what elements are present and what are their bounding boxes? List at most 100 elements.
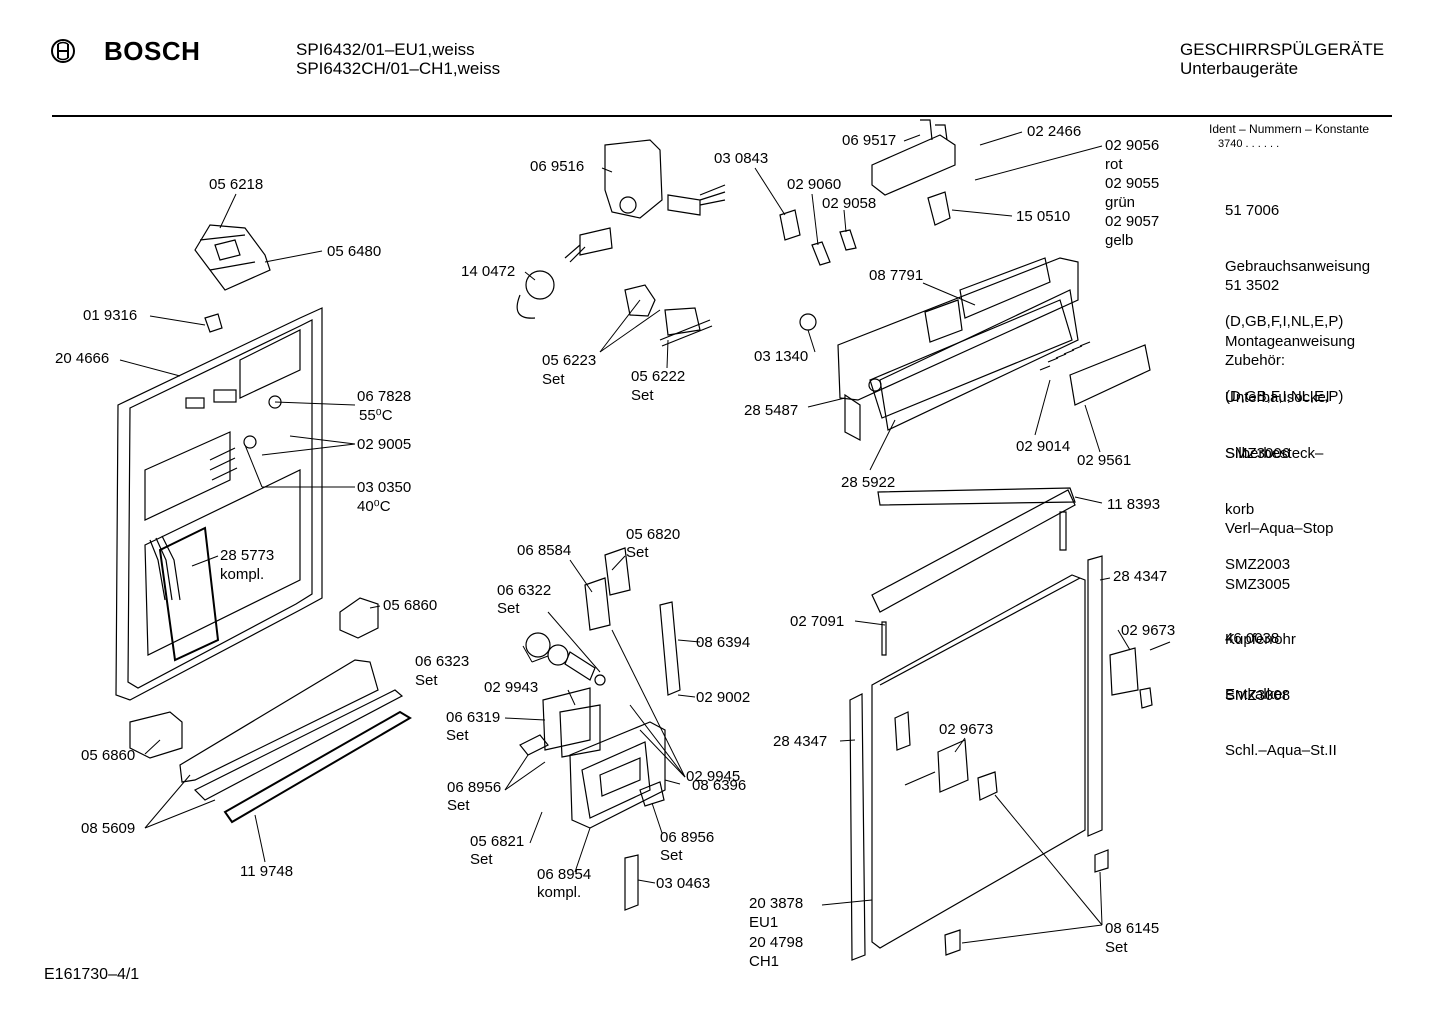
- switch-block-069517: [871, 119, 956, 196]
- part-label: 11 8393: [1107, 496, 1161, 513]
- entry-text: Schl.–Aqua–St.II: [1225, 742, 1337, 759]
- clip-019316: [204, 313, 223, 333]
- part-label: 02 9945: [686, 768, 741, 785]
- header-divider: [52, 115, 1392, 117]
- part-label: 06 6319: [446, 709, 501, 726]
- part-label: 20 3878: [749, 895, 804, 912]
- part-label: 11 9748: [240, 863, 294, 880]
- foam-block-lower: [129, 711, 183, 759]
- part-label-note: Set: [447, 797, 470, 814]
- part-label: 02 9057: [1105, 213, 1160, 230]
- entry-text: Gebrauchsanweisung: [1225, 257, 1371, 275]
- part-label: 28 5773: [220, 547, 275, 564]
- part-label: 02 9561: [1077, 452, 1132, 469]
- entry-text: (D,GB,F,I,NL,E,P): [1225, 388, 1344, 405]
- pin-029058: [839, 229, 857, 251]
- part-label: 02 9056: [1105, 137, 1160, 154]
- part-150510: [927, 191, 951, 226]
- entry-text: korb: [1225, 500, 1255, 518]
- sidebar-entry: 51 7006 Gebrauchsanweisung (D,GB,F,I,NL,…: [1225, 165, 1370, 369]
- selector-buttons-029561: [1039, 341, 1151, 406]
- part-label-note: kompl.: [220, 566, 265, 583]
- part-label: 06 8954: [537, 866, 592, 883]
- front-panel: [849, 487, 1171, 961]
- document-code: E161730–4/1: [44, 966, 140, 983]
- part-label: 02 9058: [822, 195, 877, 212]
- part-label: 05 6860: [383, 597, 438, 614]
- programmer-069516: [516, 139, 726, 319]
- part-label-temp: 40⁰C: [357, 498, 391, 515]
- entry-text: Entkalker: [1225, 685, 1288, 703]
- part-label-variant: EU1: [749, 914, 779, 931]
- part-label: 14 0472: [461, 263, 516, 280]
- seal-strip-119748: [223, 710, 412, 824]
- part-label: 06 8956: [660, 829, 715, 846]
- category-line-1: GESCHIRRSPÜLGERÄTE: [1180, 40, 1385, 59]
- entry-text: Zubehör:: [1225, 352, 1286, 369]
- part-label: 28 4347: [773, 733, 828, 750]
- part-label: 06 8584: [517, 542, 572, 559]
- part-label: 06 6323: [415, 653, 470, 670]
- part-label: 02 9002: [696, 689, 751, 706]
- entry-text: Montageanweisung: [1225, 332, 1356, 350]
- part-label-color: grün: [1105, 194, 1136, 211]
- model-line-1: SPI6432/01–EU1,weiss: [296, 40, 475, 59]
- part-label: 02 7091: [790, 613, 845, 630]
- part-label: 15 0510: [1016, 208, 1071, 225]
- part-label: 06 9517: [842, 132, 897, 149]
- sidebar-entry: Verl–Aqua–Stop SMZ3005 Kupferrohr SMZ300…: [1225, 483, 1337, 798]
- part-label: 05 6218: [209, 176, 264, 193]
- sidebar-entry: 51 3502 Montageanweisung (D,GB,F,I,NL,E,…: [1225, 240, 1355, 444]
- part-label-variant: CH1: [749, 953, 780, 970]
- part-label-note: Set: [497, 600, 520, 617]
- part-label: 01 9316: [83, 307, 138, 324]
- ident-title: Ident – Nummern – Konstante: [1209, 122, 1370, 136]
- part-label-note: Set: [660, 847, 683, 864]
- entry-number: 51 3502: [1225, 277, 1280, 294]
- entry-text: Unterbausockel: [1225, 389, 1330, 406]
- part-label: 08 6394: [696, 634, 751, 651]
- knob-031340: [799, 313, 817, 331]
- part-label-note: Set: [542, 371, 565, 388]
- sidebar-entry: 46 0038 Entkalker: [1225, 593, 1288, 741]
- part-label: 28 5922: [841, 474, 896, 491]
- part-label: 02 9943: [484, 679, 539, 696]
- part-label-note: Set: [446, 727, 469, 744]
- part-label-note: Set: [470, 851, 493, 868]
- entry-text: SMZ2003: [1225, 556, 1291, 573]
- category-line-2: Unterbaugeräte: [1180, 59, 1299, 78]
- trim-strip-lower: [193, 689, 404, 801]
- microswitch-030843: [779, 209, 801, 241]
- valve-parts-056223: [624, 284, 713, 347]
- ident-code: 3740 . . . . . .: [1218, 138, 1280, 150]
- entry-text: Kupferrohr: [1225, 631, 1296, 648]
- part-label: 06 8956: [447, 779, 502, 796]
- part-label: 03 0843: [714, 150, 769, 167]
- part-label: 20 4798: [749, 934, 804, 951]
- part-label: 06 9516: [530, 158, 585, 175]
- brand-name: BOSCH: [104, 36, 201, 66]
- part-label: 06 6322: [497, 582, 552, 599]
- part-label: 02 2466: [1027, 123, 1082, 140]
- part-label: 03 1340: [754, 348, 809, 365]
- part-label: 05 6820: [626, 526, 681, 543]
- entry-text: Silberbesteck–: [1225, 445, 1324, 462]
- part-label-note: Set: [626, 544, 649, 561]
- part-label: 03 0463: [656, 875, 711, 892]
- part-label-color: rot: [1105, 156, 1123, 173]
- part-label-temp: 55⁰C: [359, 407, 393, 424]
- part-label-note: Set: [415, 672, 438, 689]
- entry-text: SMZ3005: [1225, 575, 1291, 593]
- entry-text: Verl–Aqua–Stop: [1225, 520, 1334, 537]
- part-label-note: Set: [631, 387, 654, 404]
- part-label: 08 7791: [869, 267, 924, 284]
- leader-lines: [119, 131, 1131, 944]
- entry-text: SMZ3006: [1225, 444, 1291, 462]
- part-label-note: kompl.: [537, 884, 582, 901]
- door-frame: [115, 307, 323, 701]
- part-label: 28 4347: [1113, 568, 1168, 585]
- part-label: 02 9005: [357, 436, 412, 453]
- part-label: 02 9055: [1105, 175, 1160, 192]
- part-label: 20 4666: [55, 350, 110, 367]
- part-label: 06 7828: [357, 388, 412, 405]
